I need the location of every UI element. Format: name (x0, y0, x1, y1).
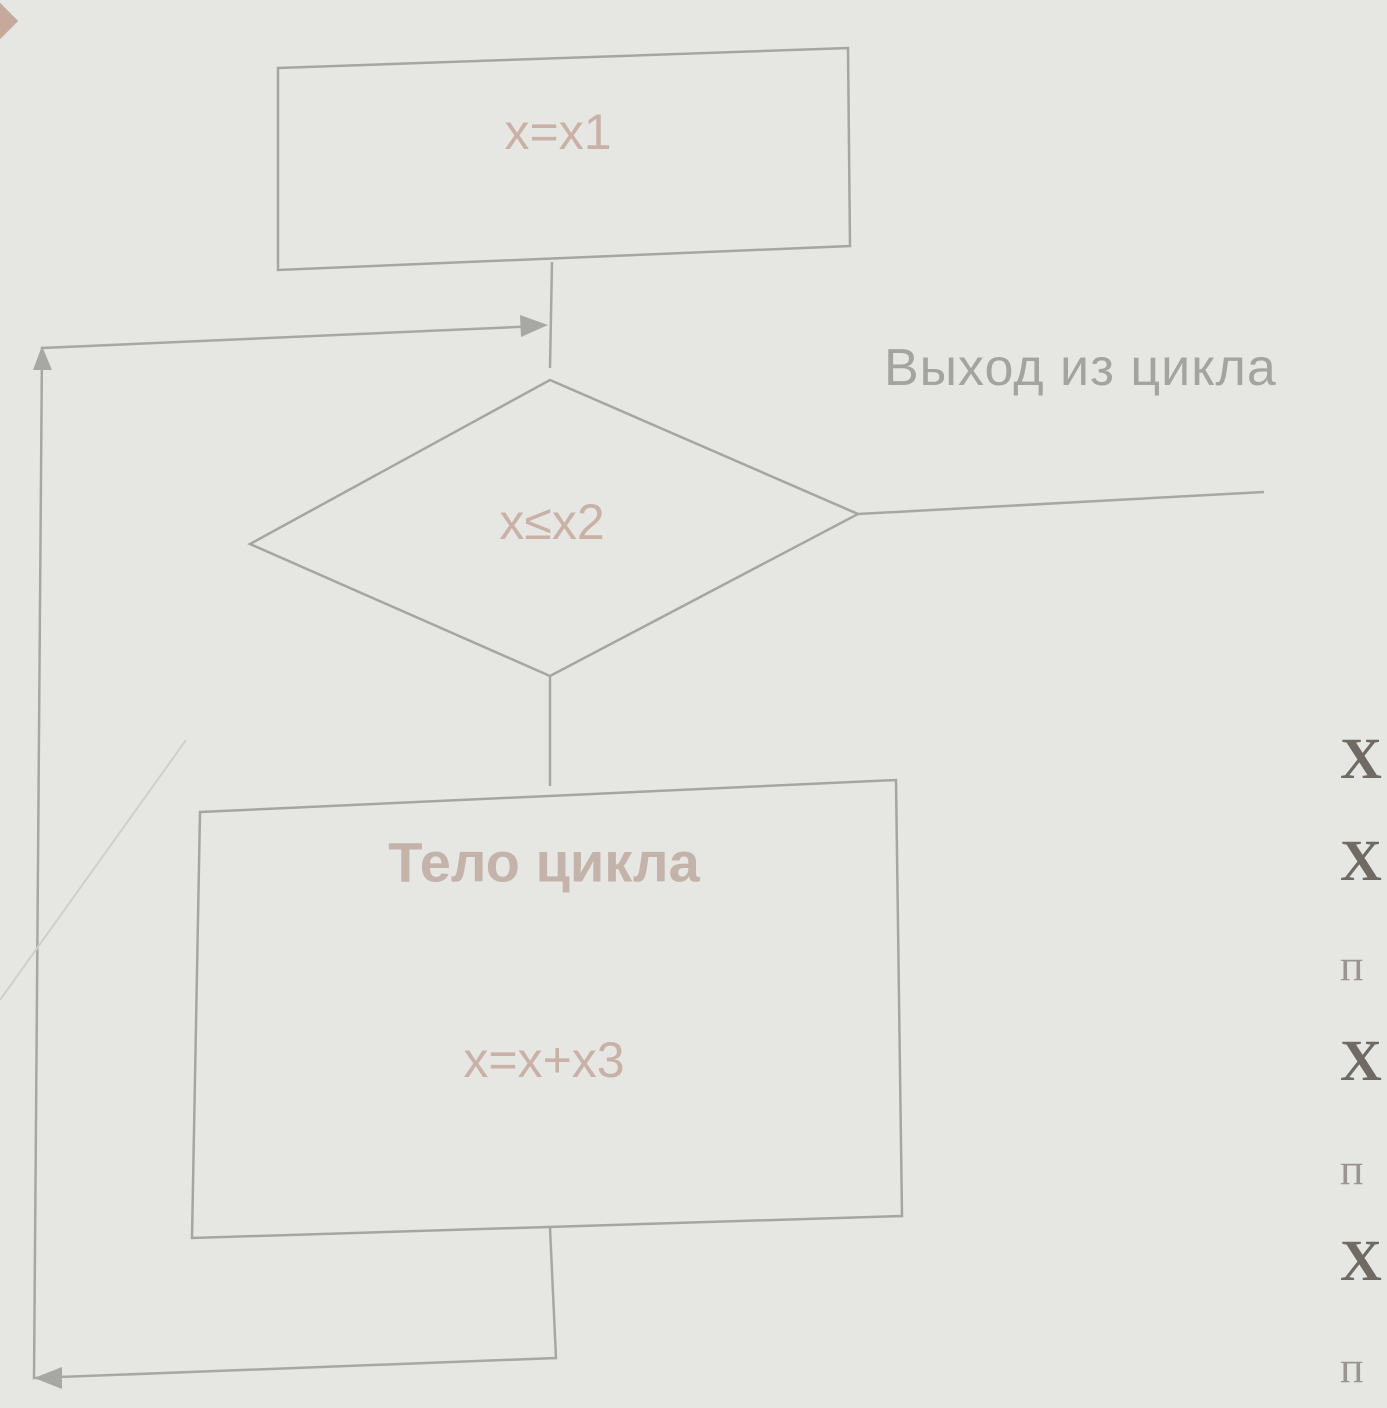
side-text-line: п (1340, 1343, 1364, 1392)
body-block-text: x=x+x3 (463, 1032, 625, 1088)
body-block-title: Тело цикла (388, 830, 700, 894)
side-text-line: X (1340, 828, 1382, 893)
init-block-shape (276, 46, 852, 272)
exit-connector (857, 490, 1265, 516)
side-text-line: X (1340, 1028, 1382, 1093)
background-diagonal-line (0, 739, 187, 1001)
loop-left-arrowhead (34, 1367, 62, 1389)
side-text-line: X (1340, 726, 1382, 791)
init-block-text: x=x1 (504, 104, 612, 160)
exit-label: Выход из цикла (884, 339, 1277, 397)
side-text-line: п (1340, 941, 1364, 990)
connector-init-to-condition (548, 261, 554, 369)
loop-upward-arrowhead (33, 346, 52, 370)
side-text-line: X (1340, 1228, 1382, 1293)
condition-text: x≤x2 (499, 494, 605, 550)
body-block-shape (190, 778, 904, 1240)
loop-return-arrowhead (520, 315, 548, 337)
side-text-line: п (1340, 1145, 1364, 1194)
